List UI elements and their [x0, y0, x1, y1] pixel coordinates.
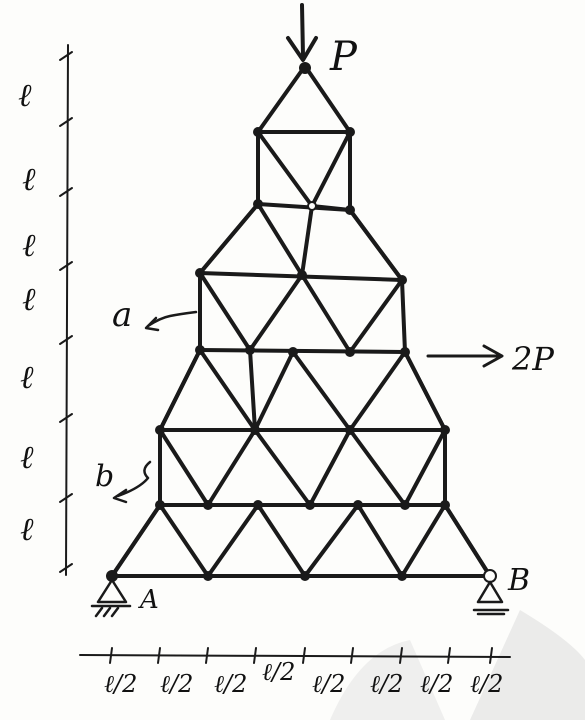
dim-label-h3: ℓ/2 — [214, 670, 247, 698]
dim-label-h8: ℓ/2 — [470, 670, 503, 698]
vertical-dimension-line — [59, 44, 73, 576]
dim-label-v4: ℓ — [22, 280, 36, 318]
side-load-arrow — [426, 344, 504, 368]
top-load-label: P — [329, 34, 358, 80]
member-a-label: a — [112, 295, 132, 335]
dim-label-v3: ℓ — [22, 226, 36, 264]
dim-label-h5: ℓ/2 — [312, 670, 345, 698]
dim-label-h1: ℓ/2 — [104, 670, 137, 698]
side-load-label: 2P — [511, 340, 554, 378]
roller-support-b — [472, 580, 510, 616]
horizontal-dimension-line — [79, 647, 511, 664]
dim-label-h2: ℓ/2 — [160, 670, 193, 698]
horizontal-dimension-labels: ℓ/2 ℓ/2 ℓ/2 ℓ/2 ℓ/2 ℓ/2 ℓ/2 ℓ/2 — [104, 658, 503, 698]
truss-members — [110, 64, 492, 578]
dim-label-v5: ℓ — [20, 358, 34, 396]
pin-support-a — [90, 578, 132, 618]
dim-label-v2: ℓ — [22, 160, 36, 198]
truss-joints — [106, 62, 497, 583]
member-b-label: b — [95, 459, 114, 494]
member-a-pointer — [144, 310, 198, 332]
vertical-dimension-labels: ℓ ℓ ℓ ℓ ℓ ℓ ℓ — [18, 76, 36, 548]
dim-label-h6: ℓ/2 — [370, 670, 403, 698]
dim-label-h7: ℓ/2 — [420, 670, 453, 698]
top-load-arrow — [286, 3, 318, 62]
dim-label-v6: ℓ — [20, 438, 34, 476]
dim-label-h4: ℓ/2 — [262, 658, 295, 686]
dim-label-v1: ℓ — [18, 76, 32, 114]
support-b-label: B — [507, 563, 530, 598]
dim-label-v7: ℓ — [20, 510, 34, 548]
watermark — [330, 610, 585, 720]
member-b-pointer — [112, 460, 152, 504]
support-a-label: A — [138, 585, 159, 615]
